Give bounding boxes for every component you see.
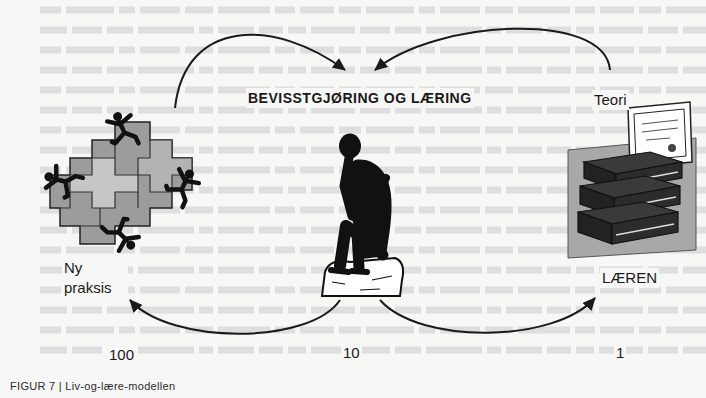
callout-number: 10 bbox=[341, 343, 362, 363]
figure-node: TeoriLÆREN bbox=[565, 70, 697, 298]
figure-node: Ny praksis bbox=[40, 108, 200, 300]
puzzle-figure bbox=[39, 109, 204, 257]
callout-number: 1 bbox=[614, 343, 626, 363]
node-label: Ny praksis bbox=[62, 258, 128, 298]
dancer-figure bbox=[106, 109, 139, 148]
curved-arrow bbox=[375, 29, 610, 70]
node-label: BEVISSTGJØRING OG LÆRING bbox=[246, 88, 474, 108]
faded-page-text bbox=[40, 0, 706, 362]
node-label: Teori bbox=[592, 90, 629, 110]
dancer-figure bbox=[39, 161, 82, 202]
figure-node: BEVISSTGJØRING OG LÆRING bbox=[241, 70, 479, 300]
books-figure bbox=[568, 102, 696, 258]
dancer-figure bbox=[102, 214, 143, 257]
curved-arrow bbox=[380, 298, 595, 333]
thinker-figure bbox=[322, 134, 403, 297]
node-label: LÆREN bbox=[600, 268, 659, 288]
callout-number: 100 bbox=[107, 345, 136, 365]
dancer-figure bbox=[162, 163, 205, 207]
curved-arrow bbox=[130, 300, 340, 334]
figure-caption: FIGUR 7 | Liv-og-lære-modellen bbox=[8, 376, 177, 396]
